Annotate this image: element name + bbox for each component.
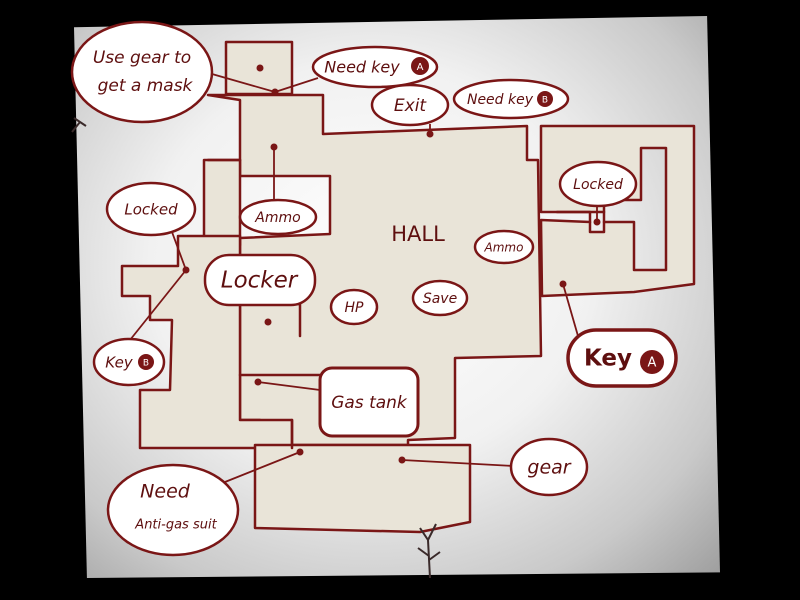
marker-key-a-door (271, 88, 279, 96)
map-markers (182, 64, 601, 464)
gear-text: gear (527, 457, 571, 479)
bubble-gas-tank: Gas tank (318, 366, 420, 438)
key-a-letter: A (648, 356, 657, 371)
map-labels: Use gear to get a mask Need key A Exit N… (70, 20, 678, 557)
hall-label: HALL (391, 222, 445, 246)
bubble-exit: Exit (370, 83, 450, 127)
marker-gas-door (296, 448, 304, 456)
bubble-need-key-b: Need key B (452, 78, 570, 120)
locked-left-text: Locked (124, 201, 178, 219)
bubble-need-key-a: Need key A (311, 45, 439, 89)
bubble-use-gear: Use gear to get a mask (70, 20, 214, 124)
bubble-locked-right: Locked (558, 160, 638, 208)
marker-gear (398, 456, 406, 464)
bubble-need-suit: Need Anti-gas suit (106, 463, 240, 557)
hp-text: HP (345, 300, 365, 316)
room-hall (206, 93, 543, 447)
marker-locked-right (593, 218, 601, 226)
room-left-annex (202, 158, 242, 247)
locker-text: Locker (221, 268, 299, 294)
bubble-ammo-right: Ammo (473, 229, 535, 265)
exit-text: Exit (394, 96, 428, 116)
marker-locked-left (182, 266, 190, 274)
marker-key-a (559, 280, 567, 288)
key-b-text: Key (105, 354, 134, 372)
bubble-save: Save (411, 279, 469, 317)
ammo-right-text: Ammo (484, 241, 524, 255)
marker-gas-tank (254, 378, 262, 386)
bubble-gear: gear (509, 437, 589, 497)
marker-ammo-left (270, 143, 278, 151)
map-leaders (129, 71, 598, 483)
marker-exit (426, 130, 434, 138)
need-key-a-text: Need key (324, 58, 400, 77)
save-text: Save (423, 291, 457, 307)
use-gear-line2: get a mask (98, 76, 194, 96)
bubble-locked-left: Locked (105, 181, 197, 237)
bubble-locker: Locker (203, 253, 317, 307)
bubble-ammo-left: Ammo (238, 198, 318, 236)
need-key-b-letter: B (542, 96, 548, 106)
key-a-text: Key (584, 346, 632, 372)
use-gear-line1: Use gear to (93, 48, 191, 68)
need-suit-line2: Anti-gas suit (134, 518, 217, 533)
key-b-letter: B (143, 359, 149, 369)
need-key-a-letter: A (417, 62, 424, 73)
need-suit-line1: Need (140, 481, 191, 503)
gas-tank-text: Gas tank (331, 393, 408, 413)
marker-locker (264, 318, 272, 326)
locked-right-text: Locked (573, 177, 623, 193)
bubble-key-b: Key B (92, 337, 166, 387)
bubble-hp: HP (329, 288, 379, 326)
marker-top-room (256, 64, 264, 72)
room-west-wing (120, 234, 294, 450)
need-key-b-text: Need key (467, 92, 534, 108)
map-rooms (120, 40, 696, 534)
ammo-left-text: Ammo (254, 210, 300, 226)
dead-tree-icon (71, 117, 441, 579)
room-south (253, 443, 472, 534)
bubble-key-a: Key A (566, 328, 678, 388)
